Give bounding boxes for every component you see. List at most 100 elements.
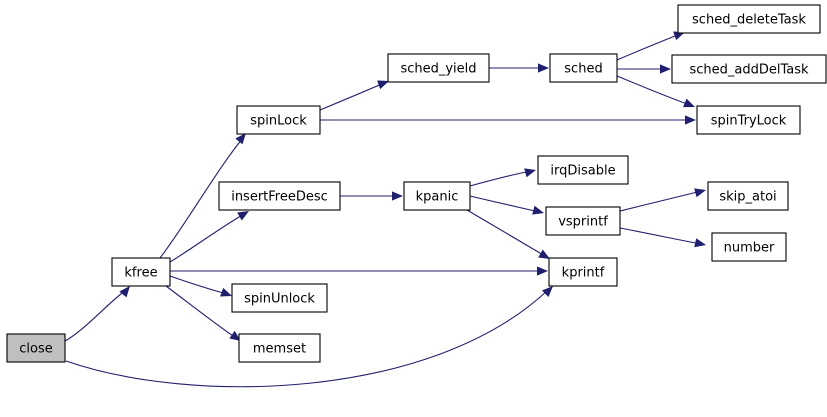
edge-close-to-kfree (64, 286, 130, 342)
edge-close-to-kprintf (65, 286, 553, 388)
arrow-head-icon (524, 168, 536, 178)
node-sched[interactable]: sched (549, 53, 618, 83)
node-rect[interactable] (696, 105, 801, 135)
node-rect[interactable] (238, 333, 321, 363)
node-rect[interactable] (545, 206, 621, 236)
node-rect[interactable] (236, 105, 321, 135)
node-rect[interactable] (548, 257, 618, 287)
node-memset[interactable]: memset (238, 333, 321, 363)
arrow-head-icon (660, 64, 671, 74)
edge-line (169, 275, 228, 295)
node-label: sched_deleteTask (692, 13, 806, 28)
node-label: kpanic (416, 190, 459, 205)
edge-vsprintf-to-skip_atoi (619, 188, 706, 212)
edge-line (165, 285, 237, 339)
arrow-head-icon (694, 238, 706, 248)
edge-line (159, 137, 244, 259)
edges-layer (64, 31, 706, 388)
node-irqDisable[interactable]: irqDisable (537, 155, 629, 185)
arrow-head-icon (541, 286, 553, 298)
node-label: close (19, 342, 52, 357)
node-rect[interactable] (231, 283, 328, 313)
edge-kpanic-to-vsprintf (469, 195, 544, 215)
node-rect[interactable] (111, 257, 171, 287)
arrow-head-icon (537, 266, 548, 276)
node-sched_addDelTask[interactable]: sched_addDelTask (671, 54, 827, 84)
edge-line (469, 170, 532, 187)
edge-kpanic-to-irqDisable (469, 168, 536, 187)
node-rect[interactable] (387, 53, 490, 83)
arrow-head-icon (237, 211, 249, 221)
edge-spinLock-to-sched_yield (319, 80, 389, 111)
edge-line (65, 289, 549, 388)
node-close[interactable]: close (6, 333, 66, 363)
edge-vsprintf-to-number (619, 227, 706, 248)
node-label: irqDisable (550, 164, 615, 179)
node-label: sched_addDelTask (689, 63, 809, 78)
node-vsprintf[interactable]: vsprintf (545, 206, 621, 236)
edge-kfree-to-kprintf (170, 266, 548, 276)
node-rect[interactable] (6, 333, 66, 363)
node-kpanic[interactable]: kpanic (403, 181, 471, 211)
edge-sched-to-sched_deleteTask (616, 31, 685, 61)
node-kprintf[interactable]: kprintf (548, 257, 618, 287)
node-label: memset (253, 342, 306, 357)
arrow-head-icon (694, 188, 706, 198)
edge-kfree-to-insertFreeDesc (169, 211, 249, 263)
edge-kfree-to-memset (165, 285, 241, 341)
node-sched_deleteTask[interactable]: sched_deleteTask (677, 4, 821, 34)
edge-line (616, 33, 681, 61)
node-sched_yield[interactable]: sched_yield (387, 53, 490, 83)
node-label: spinTryLock (711, 114, 787, 129)
arrow-head-icon (119, 286, 130, 298)
node-rect[interactable] (403, 181, 471, 211)
node-rect[interactable] (218, 181, 341, 211)
arrow-head-icon (377, 80, 389, 90)
node-rect[interactable] (671, 54, 827, 84)
edge-kfree-to-spinUnlock (169, 275, 232, 297)
edge-line (319, 82, 385, 111)
edge-kfree-to-spinLock (159, 133, 246, 259)
edge-sched_yield-to-sched (489, 63, 549, 73)
node-label: sched (564, 62, 602, 77)
node-label: vsprintf (558, 215, 608, 230)
edge-sched-to-sched_addDelTask (617, 64, 671, 74)
arrow-head-icon (532, 205, 544, 215)
nodes-layer: close kfree spinLock insertFreeDesc spinUnlo… (6, 4, 827, 363)
edge-line (466, 209, 546, 257)
node-rect[interactable] (549, 53, 618, 83)
edge-line (169, 213, 245, 263)
node-label: kprintf (562, 266, 605, 281)
edge-kpanic-to-kprintf (466, 209, 550, 259)
arrow-head-icon (220, 287, 232, 297)
edge-spinLock-to-spinTryLock (320, 115, 696, 125)
arrow-head-icon (683, 98, 695, 108)
node-label: sched_yield (400, 62, 476, 77)
node-label: skip_atoi (719, 190, 776, 205)
edge-sched-to-spinTryLock (616, 75, 695, 108)
node-spinLock[interactable]: spinLock (236, 105, 321, 135)
node-label: spinUnlock (244, 292, 315, 307)
edge-line (619, 227, 702, 245)
arrow-head-icon (538, 249, 550, 259)
node-skip_atoi[interactable]: skip_atoi (707, 181, 789, 211)
arrow-head-icon (229, 330, 241, 341)
node-spinTryLock[interactable]: spinTryLock (696, 105, 801, 135)
node-rect[interactable] (711, 232, 787, 262)
node-spinUnlock[interactable]: spinUnlock (231, 283, 328, 313)
node-label: spinLock (250, 114, 307, 129)
node-insertFreeDesc[interactable]: insertFreeDesc (218, 181, 341, 211)
arrow-head-icon (392, 191, 403, 201)
node-label: insertFreeDesc (231, 190, 328, 205)
arrow-head-icon (538, 63, 549, 73)
arrow-head-icon (673, 31, 685, 41)
arrow-head-icon (235, 133, 246, 145)
node-number[interactable]: number (711, 232, 787, 262)
edge-line (469, 195, 540, 213)
node-rect[interactable] (707, 181, 789, 211)
node-rect[interactable] (537, 155, 629, 185)
node-kfree[interactable]: kfree (111, 257, 171, 287)
node-rect[interactable] (677, 4, 821, 34)
